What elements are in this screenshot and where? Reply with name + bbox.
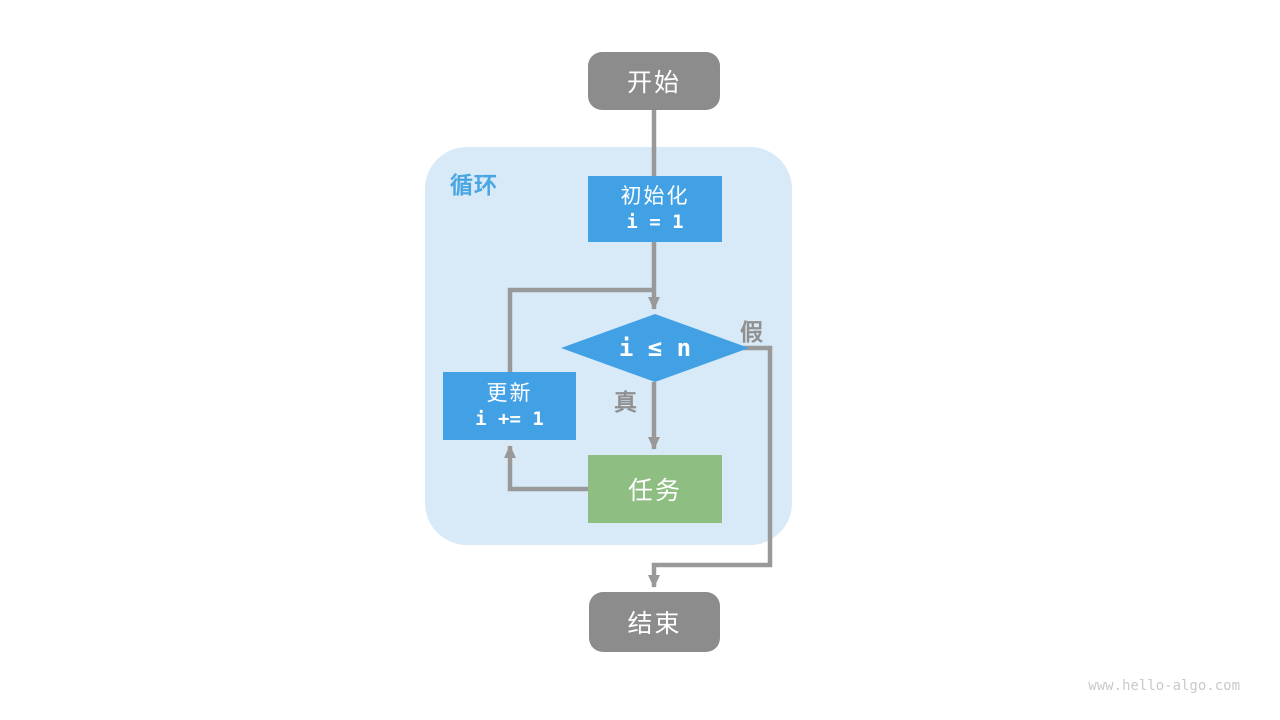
edge-task-update <box>504 445 589 492</box>
init-node-title: 初始化 <box>620 185 690 208</box>
task-node-label: 任务 <box>627 477 682 505</box>
init-node: 初始化 i = 1 <box>588 176 722 242</box>
end-node-label: 结束 <box>627 610 682 638</box>
watermark: www.hello-algo.com <box>1088 678 1240 694</box>
condition-expression: i ≤ n <box>618 334 692 362</box>
end-node: 结束 <box>589 592 720 652</box>
edge-update-merge <box>507 287 652 373</box>
edge-condition-end <box>648 345 773 588</box>
update-node: 更新 i += 1 <box>443 372 576 440</box>
true-branch-label: 真 <box>614 389 637 415</box>
loop-label: 循环 <box>450 172 498 198</box>
init-node-code: i = 1 <box>626 211 684 234</box>
update-node-title: 更新 <box>486 382 533 405</box>
update-node-code: i += 1 <box>475 408 544 431</box>
task-node: 任务 <box>588 455 722 523</box>
start-node-label: 开始 <box>626 69 681 97</box>
false-branch-label: 假 <box>740 319 763 345</box>
start-node: 开始 <box>588 52 720 110</box>
